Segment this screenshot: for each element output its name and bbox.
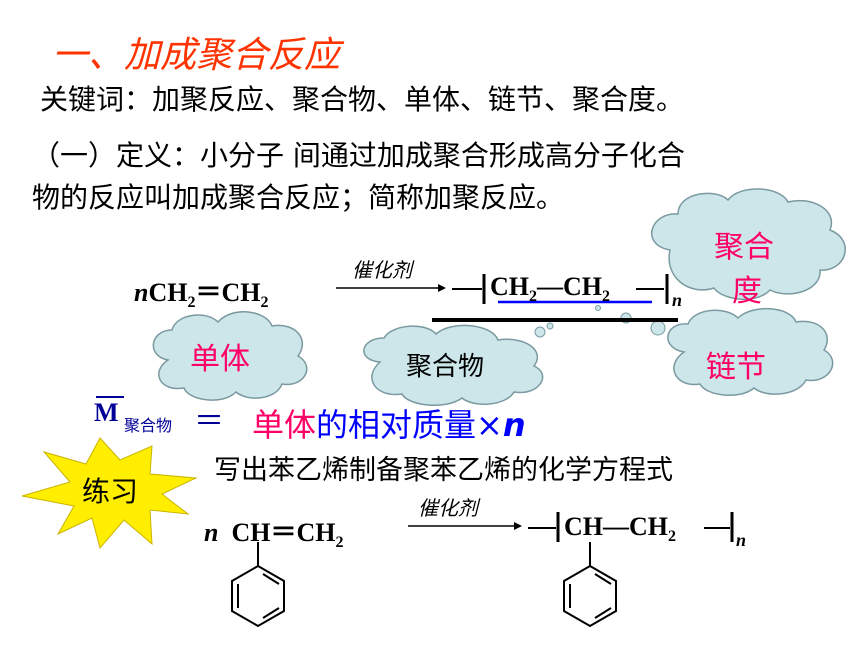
double-bond: ＝	[195, 278, 222, 307]
product-sub-b: 2	[602, 288, 610, 306]
cloud-degree-line1: 聚合	[714, 230, 774, 265]
exercise-prompt: 写出苯乙烯制备聚苯乙烯的化学方程式	[214, 455, 673, 486]
cloud-monomer	[152, 311, 308, 401]
formula-rhs: 单体的相对质量×n	[252, 400, 526, 446]
product2-ch-b: CH	[629, 512, 668, 541]
reactant-sub: 2	[187, 294, 196, 312]
cloud-degree-of-polymerization	[651, 188, 846, 301]
reactant2-ch2: CH	[296, 518, 336, 547]
formula-equals: ＝	[194, 404, 224, 439]
product2-single-bond: —	[603, 512, 629, 541]
reactant2-double-bond: ＝	[270, 518, 297, 547]
definition-line-2: 物的反应叫加成聚合反应；简称加聚反应。	[32, 181, 565, 214]
benzene-ring-product	[563, 542, 617, 628]
formula-symbol: M	[94, 398, 119, 427]
single-bond: —	[537, 272, 563, 301]
exercise-star-badge	[21, 437, 198, 550]
reactant2-n: n	[204, 518, 219, 547]
formula-subscript: 聚合物	[124, 416, 173, 435]
cloud-polymer	[363, 322, 554, 406]
product-sub-a: 2	[529, 288, 537, 306]
reaction1-product: CH2—CH2	[490, 272, 610, 306]
reactant2-ch: CH	[231, 518, 271, 547]
reactant2-sub: 2	[260, 294, 269, 312]
product-ch-a: CH	[490, 272, 529, 301]
formula-monomer: 单体	[252, 406, 317, 444]
reactant-ch: CH	[148, 278, 188, 307]
product2-ch-a: CH	[564, 512, 603, 541]
exercise-badge-label: 练习	[82, 475, 139, 508]
keywords-line: 关键词：加聚反应、聚合物、单体、链节、聚合度。	[40, 83, 685, 116]
formula-n: n	[502, 406, 526, 444]
cloud-chain-unit-label: 链节	[706, 350, 766, 385]
reaction1-reactant: nCH2＝CH2	[134, 272, 268, 312]
product-ch-b: CH	[563, 272, 602, 301]
cloud-chain-unit	[595, 305, 834, 396]
reactant-n: n	[134, 278, 149, 307]
product2-n: n	[736, 530, 747, 550]
product-n: n	[672, 290, 683, 310]
reaction2-product: CH—CH2	[564, 512, 676, 546]
reaction1-catalyst: 催化剂	[352, 258, 412, 282]
cloud-polymer-label: 聚合物	[406, 352, 485, 382]
benzene-ring-reactant	[231, 542, 285, 628]
cloud-degree-line2: 度	[732, 274, 762, 309]
reactant2-ch2-sub: 2	[335, 534, 344, 552]
page-title: 一、加成聚合反应	[52, 35, 341, 76]
reactant-ch2: CH	[221, 278, 261, 307]
cloud-monomer-label: 单体	[190, 342, 250, 377]
reaction2-catalyst: 催化剂	[418, 496, 478, 520]
reaction2-reactant: n CH＝CH2	[204, 512, 343, 552]
definition-line-1: （一）定义：小分子 间通过加成聚合形成高分子化合	[32, 139, 685, 172]
product2-sub-b: 2	[668, 528, 676, 546]
formula-relative-mass: 的相对质量×	[316, 406, 503, 444]
